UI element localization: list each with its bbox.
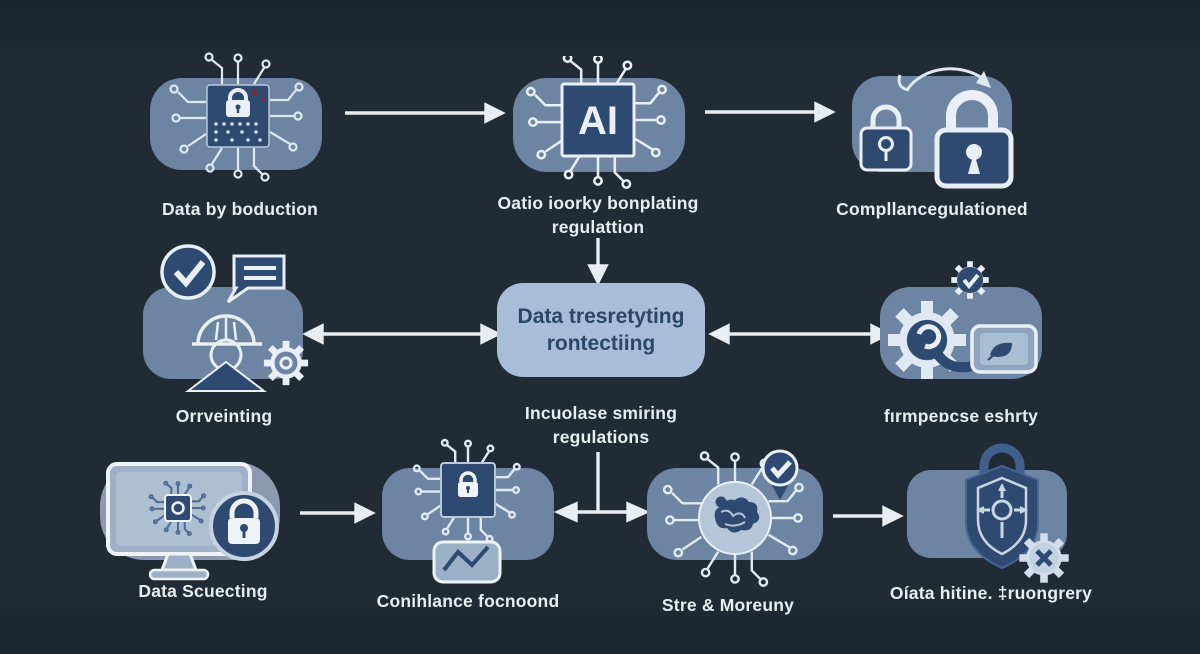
node-box-data-tresretyting: Data tresretyting rontectiing: [497, 283, 705, 377]
label-data-by-boduction: Data by boduction: [161, 199, 319, 219]
node-box-firmpeocse-eshrty: [880, 287, 1042, 379]
label-oiata-hitine: Oíata hitine. ‡ruongrery: [889, 583, 1093, 603]
arrow-r1c2-to-r1c3: [705, 101, 836, 123]
label-conihlance-focnoond: Conihlance focnoond: [376, 591, 560, 611]
center-box-text: Data tresretyting rontectiing: [517, 304, 685, 355]
arrow-r1c2-down-to-r2c2: [587, 238, 609, 286]
label-firmpeocse-eshrty: fırmpeɒcse eshrty: [883, 406, 1039, 426]
arrow-r3c3-to-r3c4: [833, 505, 904, 527]
node-box-data-scuecting: [100, 462, 280, 560]
arrow-r2c2-r2c1-bidirectional: [302, 323, 502, 345]
label-compllancegulationed: Compllancegulationed: [836, 199, 1028, 219]
arrow-r1c1-to-r1c2: [345, 102, 506, 124]
node-box-stre-moreuny: [647, 468, 823, 560]
node-box-ai-regulation: [513, 78, 685, 172]
arrow-r2c2-branch-to-r3c2-r3c3: [553, 452, 651, 523]
label-data-scuecting: Data Scuecting: [138, 581, 268, 601]
arrow-r3c1-to-r3c2: [300, 502, 376, 524]
label-orrveinting: Orrveinting: [175, 406, 273, 426]
label-incuolase-smiring: Incuolase smiring regulations: [524, 403, 678, 447]
node-box-orrveinting: [143, 287, 303, 379]
label-stre-moreuny: Stre & Moreuny: [661, 595, 795, 615]
node-box-conihlance-focnoond: [382, 468, 554, 560]
label-oatio-ioorky: Oatio ioorky bonplating regulattion: [497, 193, 699, 237]
node-box-compllancegulationed: [852, 76, 1012, 172]
arrow-r2c2-r2c3-bidirectional: [708, 323, 892, 345]
node-box-data-by-boduction: [150, 78, 322, 170]
node-box-oiata-hitine: [907, 470, 1067, 558]
